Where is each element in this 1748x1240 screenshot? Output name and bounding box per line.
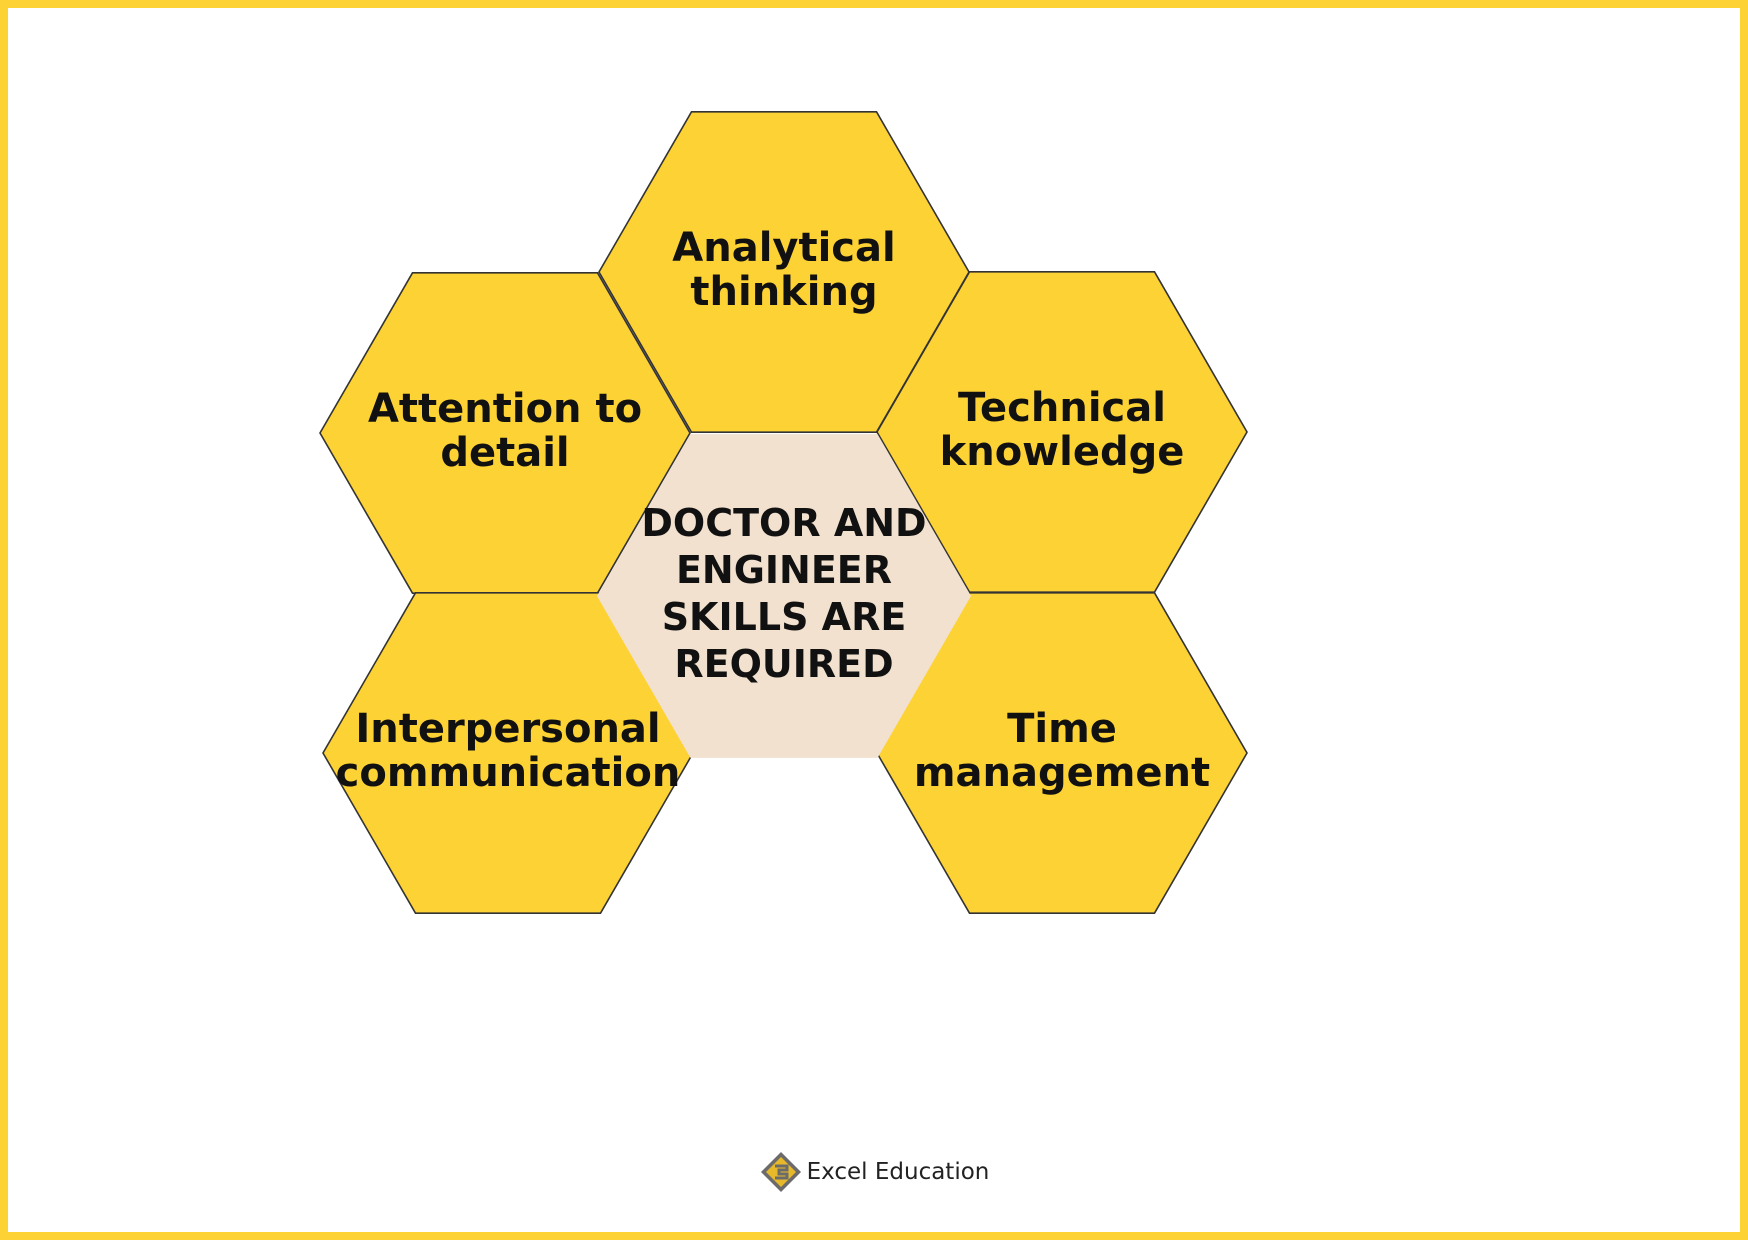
center-title-line-1: DOCTOR AND <box>641 501 926 545</box>
diamond-logo-icon <box>760 1152 801 1192</box>
label-attention-to-detail-line-2: detail <box>440 430 569 476</box>
label-technical-knowledge-line-1: Technical <box>958 385 1166 431</box>
label-time-management-line-1: Time <box>1007 706 1117 752</box>
center-title-line-3: SKILLS ARE <box>662 595 907 639</box>
hexagon-center <box>597 434 971 758</box>
center-title-line-4: REQUIRED <box>674 642 893 686</box>
label-analytical-thinking-line-2: thinking <box>690 269 877 315</box>
label-technical-knowledge-line-2: knowledge <box>940 429 1185 475</box>
brand: Excel Education <box>759 1150 990 1194</box>
label-attention-to-detail-line-1: Attention to <box>368 386 642 432</box>
label-time-management-line-2: management <box>914 750 1210 796</box>
footer: Excel Education <box>0 1150 1748 1194</box>
label-interpersonal-communication-line-1: Interpersonal <box>355 706 660 752</box>
label-interpersonal-communication-line-2: communication <box>336 750 681 796</box>
brand-name: Excel Education <box>806 1159 990 1185</box>
label-analytical-thinking-line-1: Analytical <box>672 225 895 271</box>
center-title-line-2: ENGINEER <box>676 548 892 592</box>
